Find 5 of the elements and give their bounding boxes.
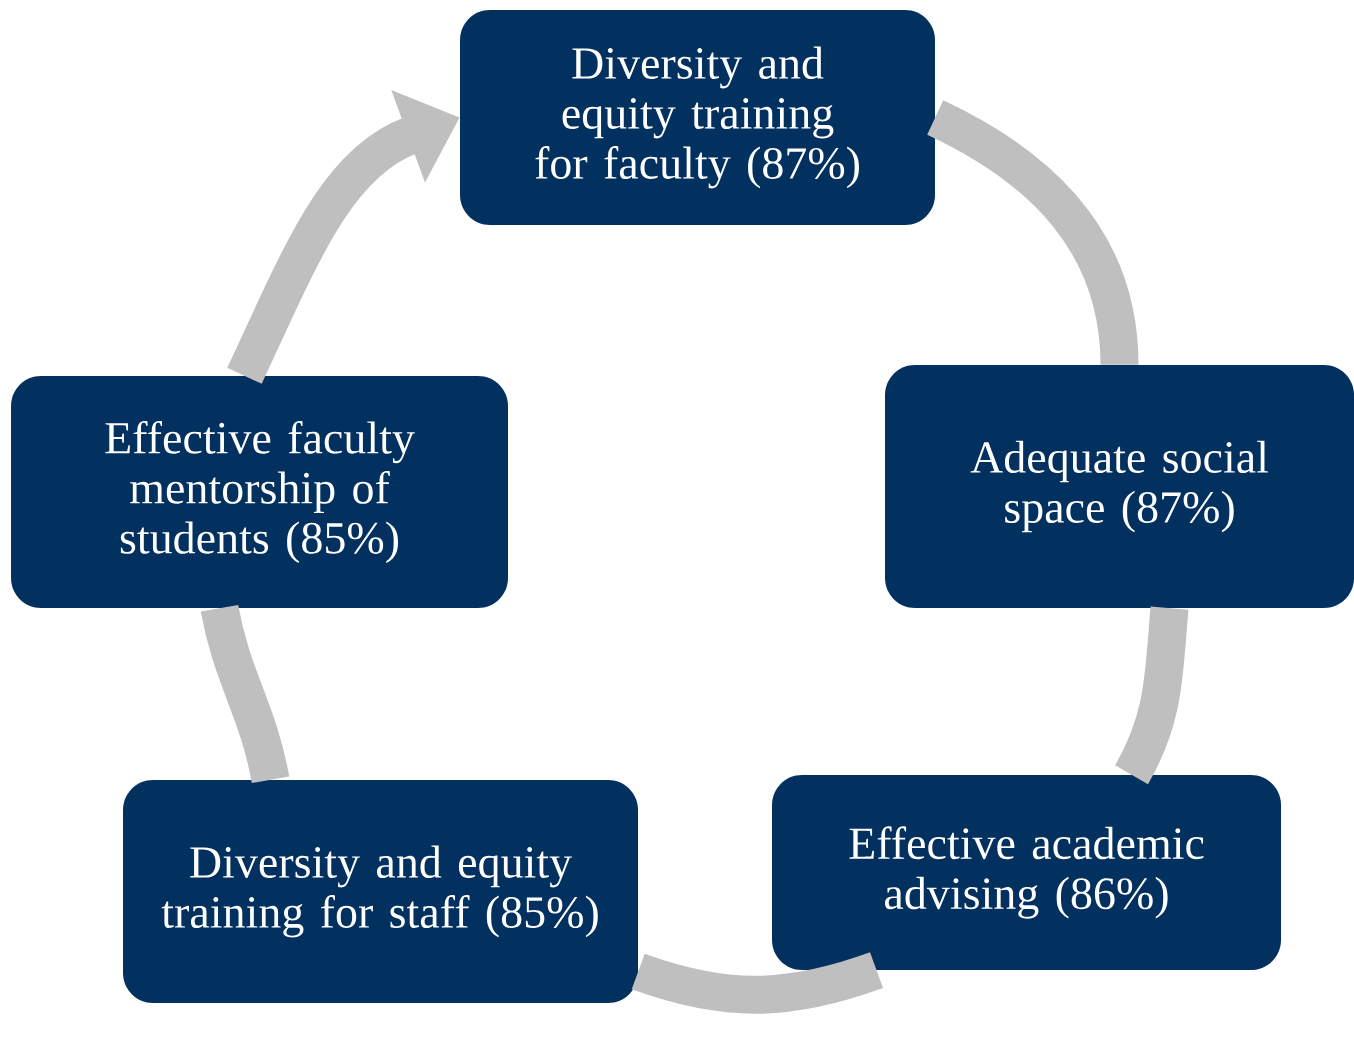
process-box: Effective academic advising (86%) [772, 775, 1281, 970]
process-box: Adequate social space (87%) [885, 365, 1354, 608]
process-box: Effective faculty mentorship of students (85%) [11, 376, 508, 608]
process-box: Diversity and equity training for faculty (87%) [460, 10, 935, 225]
process-box: Diversity and equity training for staff (85%) [123, 780, 638, 1003]
